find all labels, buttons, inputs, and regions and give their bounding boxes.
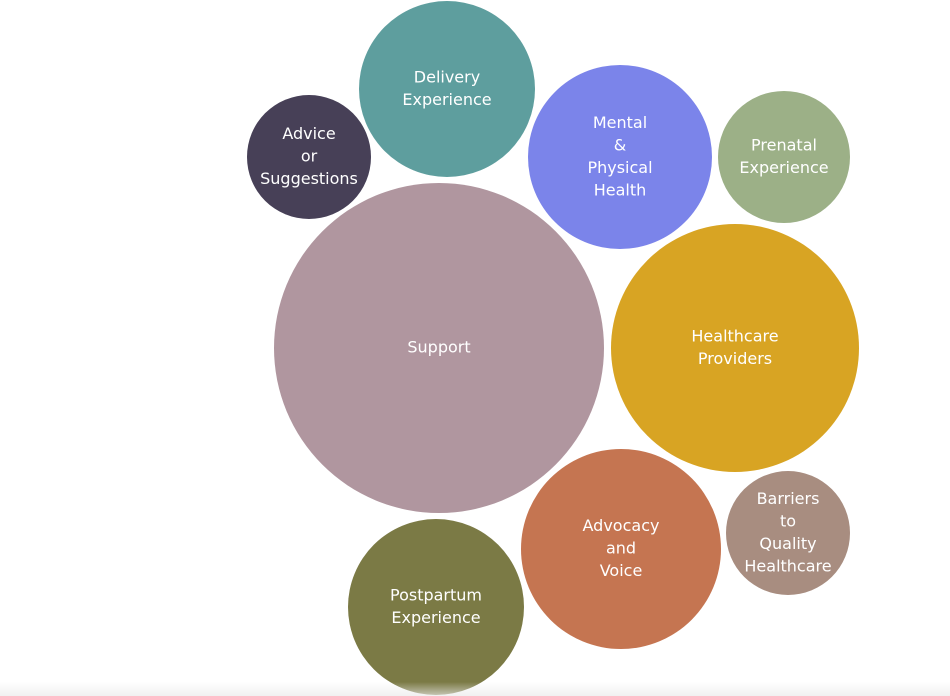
- bubble-label-delivery-experience: Experience: [402, 90, 491, 109]
- bubble-circle-advice-or-suggestions[interactable]: [247, 95, 371, 219]
- bubble-label-advocacy-and-voice: Advocacy: [583, 516, 660, 535]
- bubble-label-delivery-experience: Delivery: [414, 67, 480, 86]
- bubble-label-prenatal-experience: Experience: [739, 158, 828, 177]
- bubble-label-advocacy-and-voice: and: [606, 539, 636, 558]
- bubble-support[interactable]: Support: [274, 183, 604, 513]
- bubble-label-support: Support: [407, 338, 470, 357]
- bubble-label-barriers-to-quality-healthcare: Barriers: [757, 489, 820, 508]
- bottom-edge-shadow: [0, 682, 950, 696]
- bubble-label-mental-and-physical-health: Health: [594, 180, 647, 199]
- bubble-label-postpartum-experience: Postpartum: [390, 585, 482, 604]
- bubble-circle-healthcare-providers[interactable]: [611, 224, 859, 472]
- bubble-label-barriers-to-quality-healthcare: Healthcare: [744, 556, 831, 575]
- bubble-label-mental-and-physical-health: Mental: [593, 113, 647, 132]
- bubble-circle-support[interactable]: [274, 183, 604, 513]
- bubble-label-healthcare-providers: Healthcare: [691, 326, 778, 345]
- bubble-circle-advocacy-and-voice[interactable]: [521, 449, 721, 649]
- bubble-label-barriers-to-quality-healthcare: Quality: [759, 534, 816, 553]
- bubble-label-advice-or-suggestions: Suggestions: [260, 169, 358, 188]
- bubble-label-mental-and-physical-health: &: [614, 135, 626, 154]
- bubble-label-healthcare-providers: Providers: [698, 349, 772, 368]
- bubble-label-advocacy-and-voice: Voice: [600, 561, 643, 580]
- bubble-label-advice-or-suggestions: Advice: [282, 124, 335, 143]
- bubble-circle-delivery-experience[interactable]: [359, 1, 535, 177]
- bubble-label-postpartum-experience: Experience: [391, 608, 480, 627]
- bubble-circle-barriers-to-quality-healthcare[interactable]: [726, 471, 850, 595]
- bubble-label-barriers-to-quality-healthcare: to: [780, 511, 796, 530]
- bubble-label-mental-and-physical-health: Physical: [587, 158, 652, 177]
- bubble-circle-prenatal-experience[interactable]: [718, 91, 850, 223]
- bubble-label-advice-or-suggestions: or: [301, 147, 318, 166]
- bubble-circle-mental-and-physical-health[interactable]: [528, 65, 712, 249]
- bubble-circle-postpartum-experience[interactable]: [348, 519, 524, 695]
- bubble-label-prenatal-experience: Prenatal: [751, 135, 817, 154]
